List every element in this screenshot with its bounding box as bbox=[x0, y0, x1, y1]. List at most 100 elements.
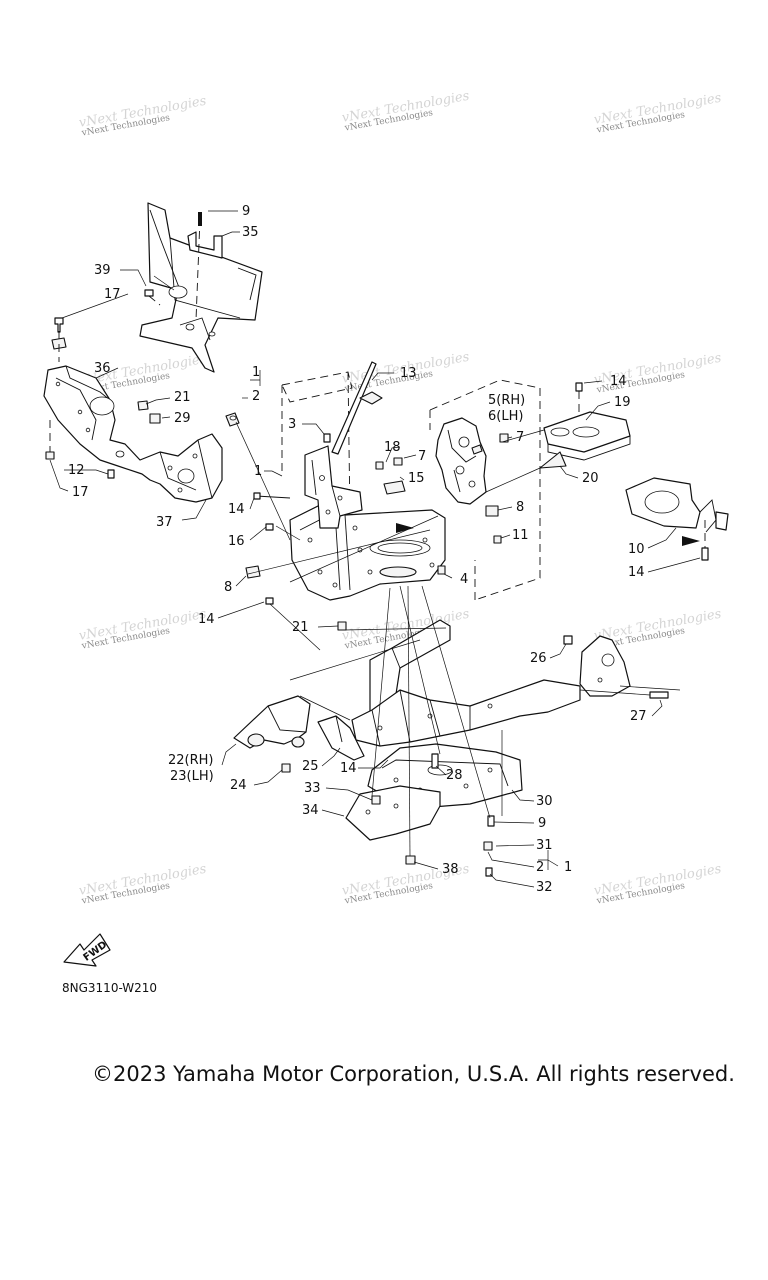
callout-36: 36 bbox=[94, 361, 111, 376]
bracket-15 bbox=[383, 480, 406, 495]
callouts: 9 35 39 17 36 21 29 12 17 37 1 2 3 13 1 … bbox=[68, 204, 647, 895]
watermark: vNext Technologies vNext Technologies bbox=[593, 91, 723, 136]
rod-line bbox=[619, 685, 681, 691]
bolt-26 bbox=[563, 635, 573, 645]
upper-left-bracket bbox=[139, 202, 263, 373]
callout-6-lh: 6(LH) bbox=[488, 409, 523, 424]
callout-3: 3 bbox=[288, 417, 296, 432]
callout-19: 19 bbox=[614, 395, 631, 410]
clip-29 bbox=[149, 413, 161, 424]
arrow-marker-right bbox=[682, 536, 700, 546]
watermark: vNext Technologies vNext Technologies bbox=[593, 862, 723, 907]
callout-35: 35 bbox=[242, 225, 259, 240]
mount-plate-19 bbox=[543, 411, 631, 461]
bolt-16 bbox=[265, 523, 274, 531]
callout-30: 30 bbox=[536, 794, 553, 809]
bolt-27 bbox=[649, 691, 669, 699]
watermark: vNext Technologies vNext Technologies bbox=[78, 862, 208, 907]
callout-10: 10 bbox=[628, 542, 645, 557]
callout-8: 8 bbox=[224, 580, 232, 595]
callout-12: 12 bbox=[68, 463, 85, 478]
callout-39: 39 bbox=[94, 263, 111, 278]
bolt-7-right bbox=[499, 433, 509, 443]
callout-1: 1 bbox=[564, 860, 572, 875]
callout-38: 38 bbox=[442, 862, 459, 877]
callout-37: 37 bbox=[156, 515, 173, 530]
callout-31: 31 bbox=[536, 838, 553, 853]
callout-14: 14 bbox=[198, 612, 215, 627]
bolt-39 bbox=[144, 289, 161, 306]
nut-38 bbox=[405, 855, 416, 865]
watermark: vNext Technologies vNext Technologies bbox=[78, 607, 208, 652]
callout-22-rh: 22(RH) bbox=[168, 753, 214, 768]
grommet-8-left bbox=[245, 565, 261, 579]
callout-1: 1 bbox=[252, 365, 260, 380]
callout-24: 24 bbox=[230, 778, 247, 793]
callout-34: 34 bbox=[302, 803, 319, 818]
callout-4: 4 bbox=[460, 572, 468, 587]
callout-16: 16 bbox=[228, 534, 245, 549]
bolt-28 bbox=[431, 753, 439, 769]
bolt-14-left bbox=[265, 597, 274, 605]
callout-17: 17 bbox=[104, 287, 121, 302]
group-outline-5 bbox=[429, 379, 541, 601]
bolt-9-lower bbox=[487, 815, 495, 827]
rod-14-upper bbox=[253, 492, 291, 500]
callout-2: 2 bbox=[536, 860, 544, 875]
bolt-7-left bbox=[393, 457, 403, 466]
fwd-arrow: FWD bbox=[63, 933, 111, 967]
copyright-notice: ©2023 Yamaha Motor Corporation, U.S.A. A… bbox=[92, 1062, 735, 1086]
callout-17: 17 bbox=[72, 485, 89, 500]
callout-14: 14 bbox=[340, 761, 357, 776]
mount-arm-rh-lh bbox=[233, 695, 311, 749]
callout-29: 29 bbox=[174, 411, 191, 426]
callout-7: 7 bbox=[418, 449, 426, 464]
bolt-14-right bbox=[701, 520, 709, 561]
callout-7: 7 bbox=[516, 430, 524, 445]
clip-18 bbox=[375, 461, 384, 470]
callout-1: 1 bbox=[254, 464, 262, 479]
callout-18: 18 bbox=[384, 440, 401, 455]
nut-24 bbox=[281, 763, 291, 773]
callout-26: 26 bbox=[530, 651, 547, 666]
callout-13: 13 bbox=[400, 366, 417, 381]
steering-column-bracket bbox=[304, 361, 383, 529]
callout-25: 25 bbox=[302, 759, 319, 774]
grommet-8-right bbox=[485, 505, 499, 517]
callout-33: 33 bbox=[304, 781, 321, 796]
callout-14: 14 bbox=[610, 374, 627, 389]
callout-20: 20 bbox=[582, 471, 599, 486]
callout-9: 9 bbox=[242, 204, 250, 219]
bolt-33 bbox=[371, 795, 381, 805]
leader-lines bbox=[49, 210, 701, 888]
nut-21-lower bbox=[337, 621, 347, 631]
nut-21-upper bbox=[137, 400, 149, 411]
callout-14: 14 bbox=[628, 565, 645, 580]
bolt-17-upper bbox=[51, 317, 67, 362]
watermark: vNext Technologies vNext Technologies bbox=[78, 94, 208, 139]
mount-assembly-rh-lh bbox=[435, 417, 487, 505]
diagram-code: 8NG3110-W210 bbox=[62, 981, 158, 995]
nut-4 bbox=[437, 565, 446, 575]
skid-plate-34 bbox=[345, 785, 441, 841]
callout-28: 28 bbox=[446, 768, 463, 783]
callout-32: 32 bbox=[536, 880, 553, 895]
callout-5-rh: 5(RH) bbox=[488, 393, 525, 408]
bolt-3 bbox=[323, 433, 331, 443]
callout-27: 27 bbox=[630, 709, 647, 724]
center-bulkhead bbox=[289, 499, 446, 601]
bracket-2-small bbox=[225, 412, 240, 427]
callout-23-lh: 23(LH) bbox=[170, 769, 214, 784]
nut-17-lower bbox=[45, 420, 55, 460]
bolt-12 bbox=[107, 469, 115, 479]
watermark: vNext Technologies vNext Technologies bbox=[341, 89, 471, 134]
callout-21: 21 bbox=[174, 390, 191, 405]
bolt-14-upper-right bbox=[575, 382, 583, 414]
clip-31 bbox=[483, 841, 493, 851]
callout-9: 9 bbox=[538, 816, 546, 831]
callout-11: 11 bbox=[512, 528, 529, 543]
mount-plate-10 bbox=[625, 477, 729, 533]
callout-21: 21 bbox=[292, 620, 309, 635]
arrow-marker-center bbox=[396, 523, 414, 533]
callout-2: 2 bbox=[252, 389, 260, 404]
